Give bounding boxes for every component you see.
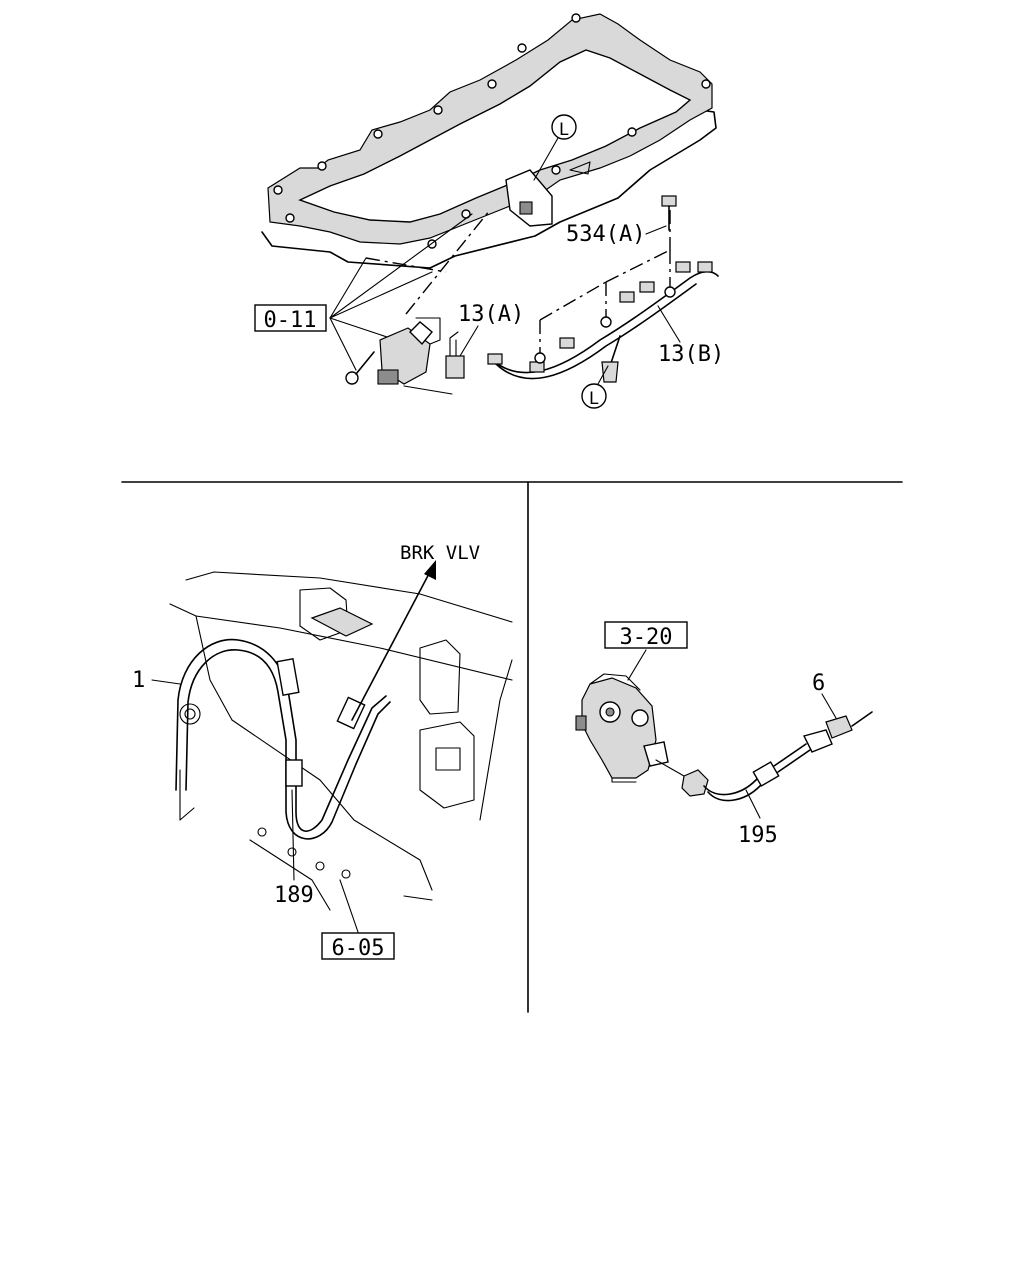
upper-frame-assembly	[261, 13, 717, 269]
callout-13b: 13(B)	[657, 305, 724, 367]
part-6-label: 6	[812, 671, 825, 696]
sensor-harness-195	[655, 729, 833, 802]
part-534a-label: 534(A)	[566, 222, 645, 247]
location-marker-bottom: L	[581, 365, 609, 409]
callout-part-1: 1	[132, 668, 181, 693]
part-189-label: 189	[274, 883, 314, 908]
ref-0-11-leaders	[329, 209, 491, 371]
connector-6	[825, 711, 873, 739]
connector-13a	[445, 331, 465, 379]
callout-part-189: 189	[274, 789, 314, 908]
part-13b-label: 13(B)	[658, 342, 724, 367]
brake-pipe-189	[175, 638, 391, 840]
bolt-534a	[661, 195, 677, 231]
ref-3-20-label: 3-20	[620, 625, 673, 650]
brake-valve-arrow: BRK VLV	[351, 542, 480, 721]
wiring-harness-13b	[487, 210, 719, 383]
callout-13a: 13(A)	[458, 302, 524, 357]
dest-brk-vlv-label: BRK VLV	[400, 542, 480, 564]
valve-3-20	[575, 673, 669, 783]
callout-part-195: 195	[738, 789, 778, 848]
part-13a-label: 13(A)	[458, 302, 524, 327]
location-l-top-label: L	[559, 120, 569, 140]
callout-0-11: 0-11	[254, 304, 327, 333]
callout-534a: 534(A)	[566, 222, 667, 247]
ref-0-11-label: 0-11	[264, 308, 317, 333]
callout-part-6: 6	[812, 671, 837, 719]
sensor-bracket	[377, 317, 453, 395]
callout-3-20: 3-20	[604, 621, 688, 681]
engine-side-panel	[169, 571, 513, 911]
callout-6-05: 6-05	[321, 879, 395, 961]
part-1-label: 1	[132, 668, 145, 693]
location-marker-top: L	[533, 114, 577, 181]
ref-6-05-label: 6-05	[332, 936, 385, 961]
location-l-bottom-label: L	[589, 389, 599, 409]
bolt-small	[345, 351, 375, 385]
part-195-label: 195	[738, 823, 778, 848]
